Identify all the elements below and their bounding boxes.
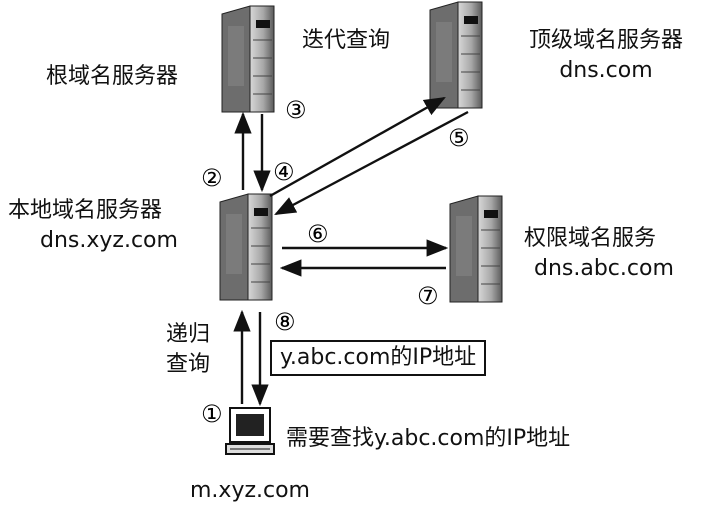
local-server-icon	[219, 193, 273, 301]
tld-server-icon	[429, 1, 483, 109]
recursive-query-label-2: 查询	[166, 352, 211, 377]
step-5-label: ⑤	[448, 124, 470, 152]
step-7-label: ⑦	[417, 282, 439, 310]
root-server-icon	[221, 5, 275, 113]
step-6-label: ⑥	[307, 220, 329, 248]
step-3-label: ③	[285, 96, 307, 124]
recursive-query-label-1: 递归	[166, 322, 211, 347]
client-computer-icon	[225, 407, 275, 455]
auth-server-name: 权限域名服务	[524, 226, 657, 251]
arrow-step-5	[274, 110, 469, 216]
client-request-label: 需要查找y.abc.com的IP地址	[286, 426, 571, 451]
local-server-domain: dns.xyz.com	[40, 228, 178, 253]
auth-server-icon	[449, 195, 503, 303]
tld-server-name: 顶级域名服务器	[528, 28, 683, 53]
step-8-label: ⑧	[274, 308, 296, 336]
arrow-step-3	[269, 96, 446, 198]
local-server-name: 本地域名服务器	[8, 198, 163, 223]
client-domain: m.xyz.com	[190, 478, 310, 503]
step-2-label: ②	[201, 164, 223, 192]
step-4-label: ④	[273, 158, 295, 186]
iterative-query-label: 迭代查询	[302, 28, 391, 53]
step-1-label: ①	[201, 400, 223, 428]
answer-box: y.abc.com的IP地址	[270, 340, 487, 376]
root-server-name: 根域名服务器	[46, 64, 179, 89]
tld-server-domain: dns.com	[559, 58, 653, 83]
auth-server-domain: dns.abc.com	[534, 256, 674, 281]
